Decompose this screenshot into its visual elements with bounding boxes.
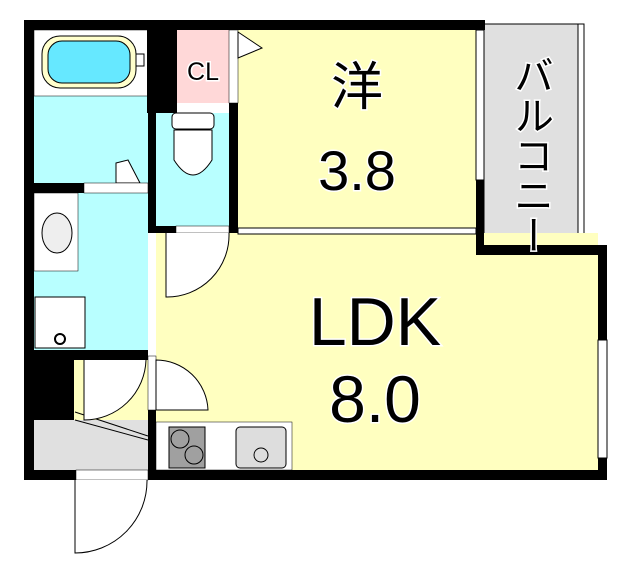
closet-label: CL	[187, 58, 219, 86]
washroom-door-icon	[83, 359, 147, 421]
balcony	[483, 23, 585, 247]
ldk-size: 8.0	[329, 362, 421, 436]
ldk-door-icon	[155, 359, 209, 411]
sink-icon	[41, 212, 73, 254]
closet	[177, 30, 229, 103]
genkan	[34, 420, 148, 470]
toilet-icon	[173, 129, 213, 176]
closet-door-icon	[237, 31, 264, 59]
toilet-door-icon	[165, 232, 230, 298]
ldk-label: LDK	[309, 284, 441, 360]
western-room-label: 洋	[331, 59, 383, 117]
western-room-size: 3.8	[318, 139, 396, 202]
western-room	[238, 30, 476, 230]
balcony-label: バルコニー	[508, 55, 552, 255]
entrance-door-icon	[74, 479, 148, 554]
walls	[24, 20, 607, 480]
